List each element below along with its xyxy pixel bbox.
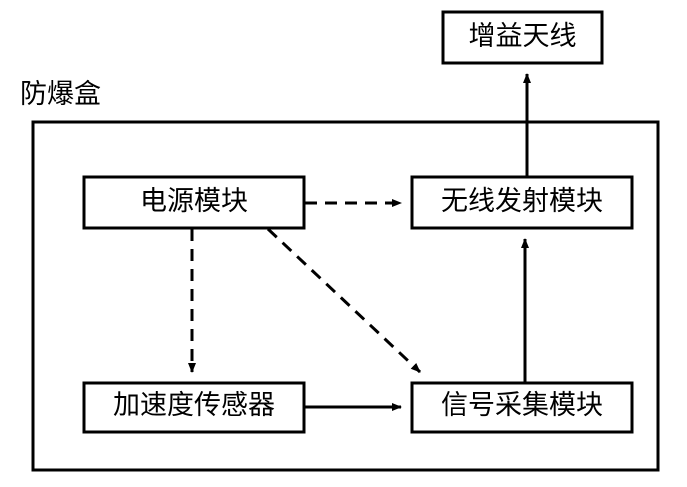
node-wireless-transmit-module-box <box>410 175 634 230</box>
node-acceleration-sensor-box <box>82 381 306 434</box>
node-power-module-box <box>82 175 306 230</box>
node-signal-acquisition-module[interactable]: 信号采集模块 <box>410 381 634 434</box>
node-acceleration-sensor[interactable]: 加速度传感器 <box>82 381 306 434</box>
node-wireless-transmit-module[interactable]: 无线发射模块 <box>410 175 634 230</box>
node-power-module[interactable]: 电源模块 <box>82 175 306 230</box>
edge-power-to-signal-acquisition <box>266 227 422 374</box>
node-gain-antenna-label: 增益天线 <box>469 21 577 51</box>
node-gain-antenna[interactable]: 增益天线 <box>441 10 604 65</box>
container-explosion-proof-box <box>31 120 660 472</box>
node-power-module-label: 电源模块 <box>140 186 248 216</box>
node-signal-acquisition-module-label: 信号采集模块 <box>441 390 603 420</box>
node-gain-antenna-box <box>441 10 604 65</box>
node-signal-acquisition-module-box <box>410 381 634 434</box>
node-acceleration-sensor-label: 加速度传感器 <box>113 390 275 420</box>
container-label: 防爆盒 <box>20 79 101 109</box>
node-wireless-transmit-module-label: 无线发射模块 <box>441 186 603 216</box>
